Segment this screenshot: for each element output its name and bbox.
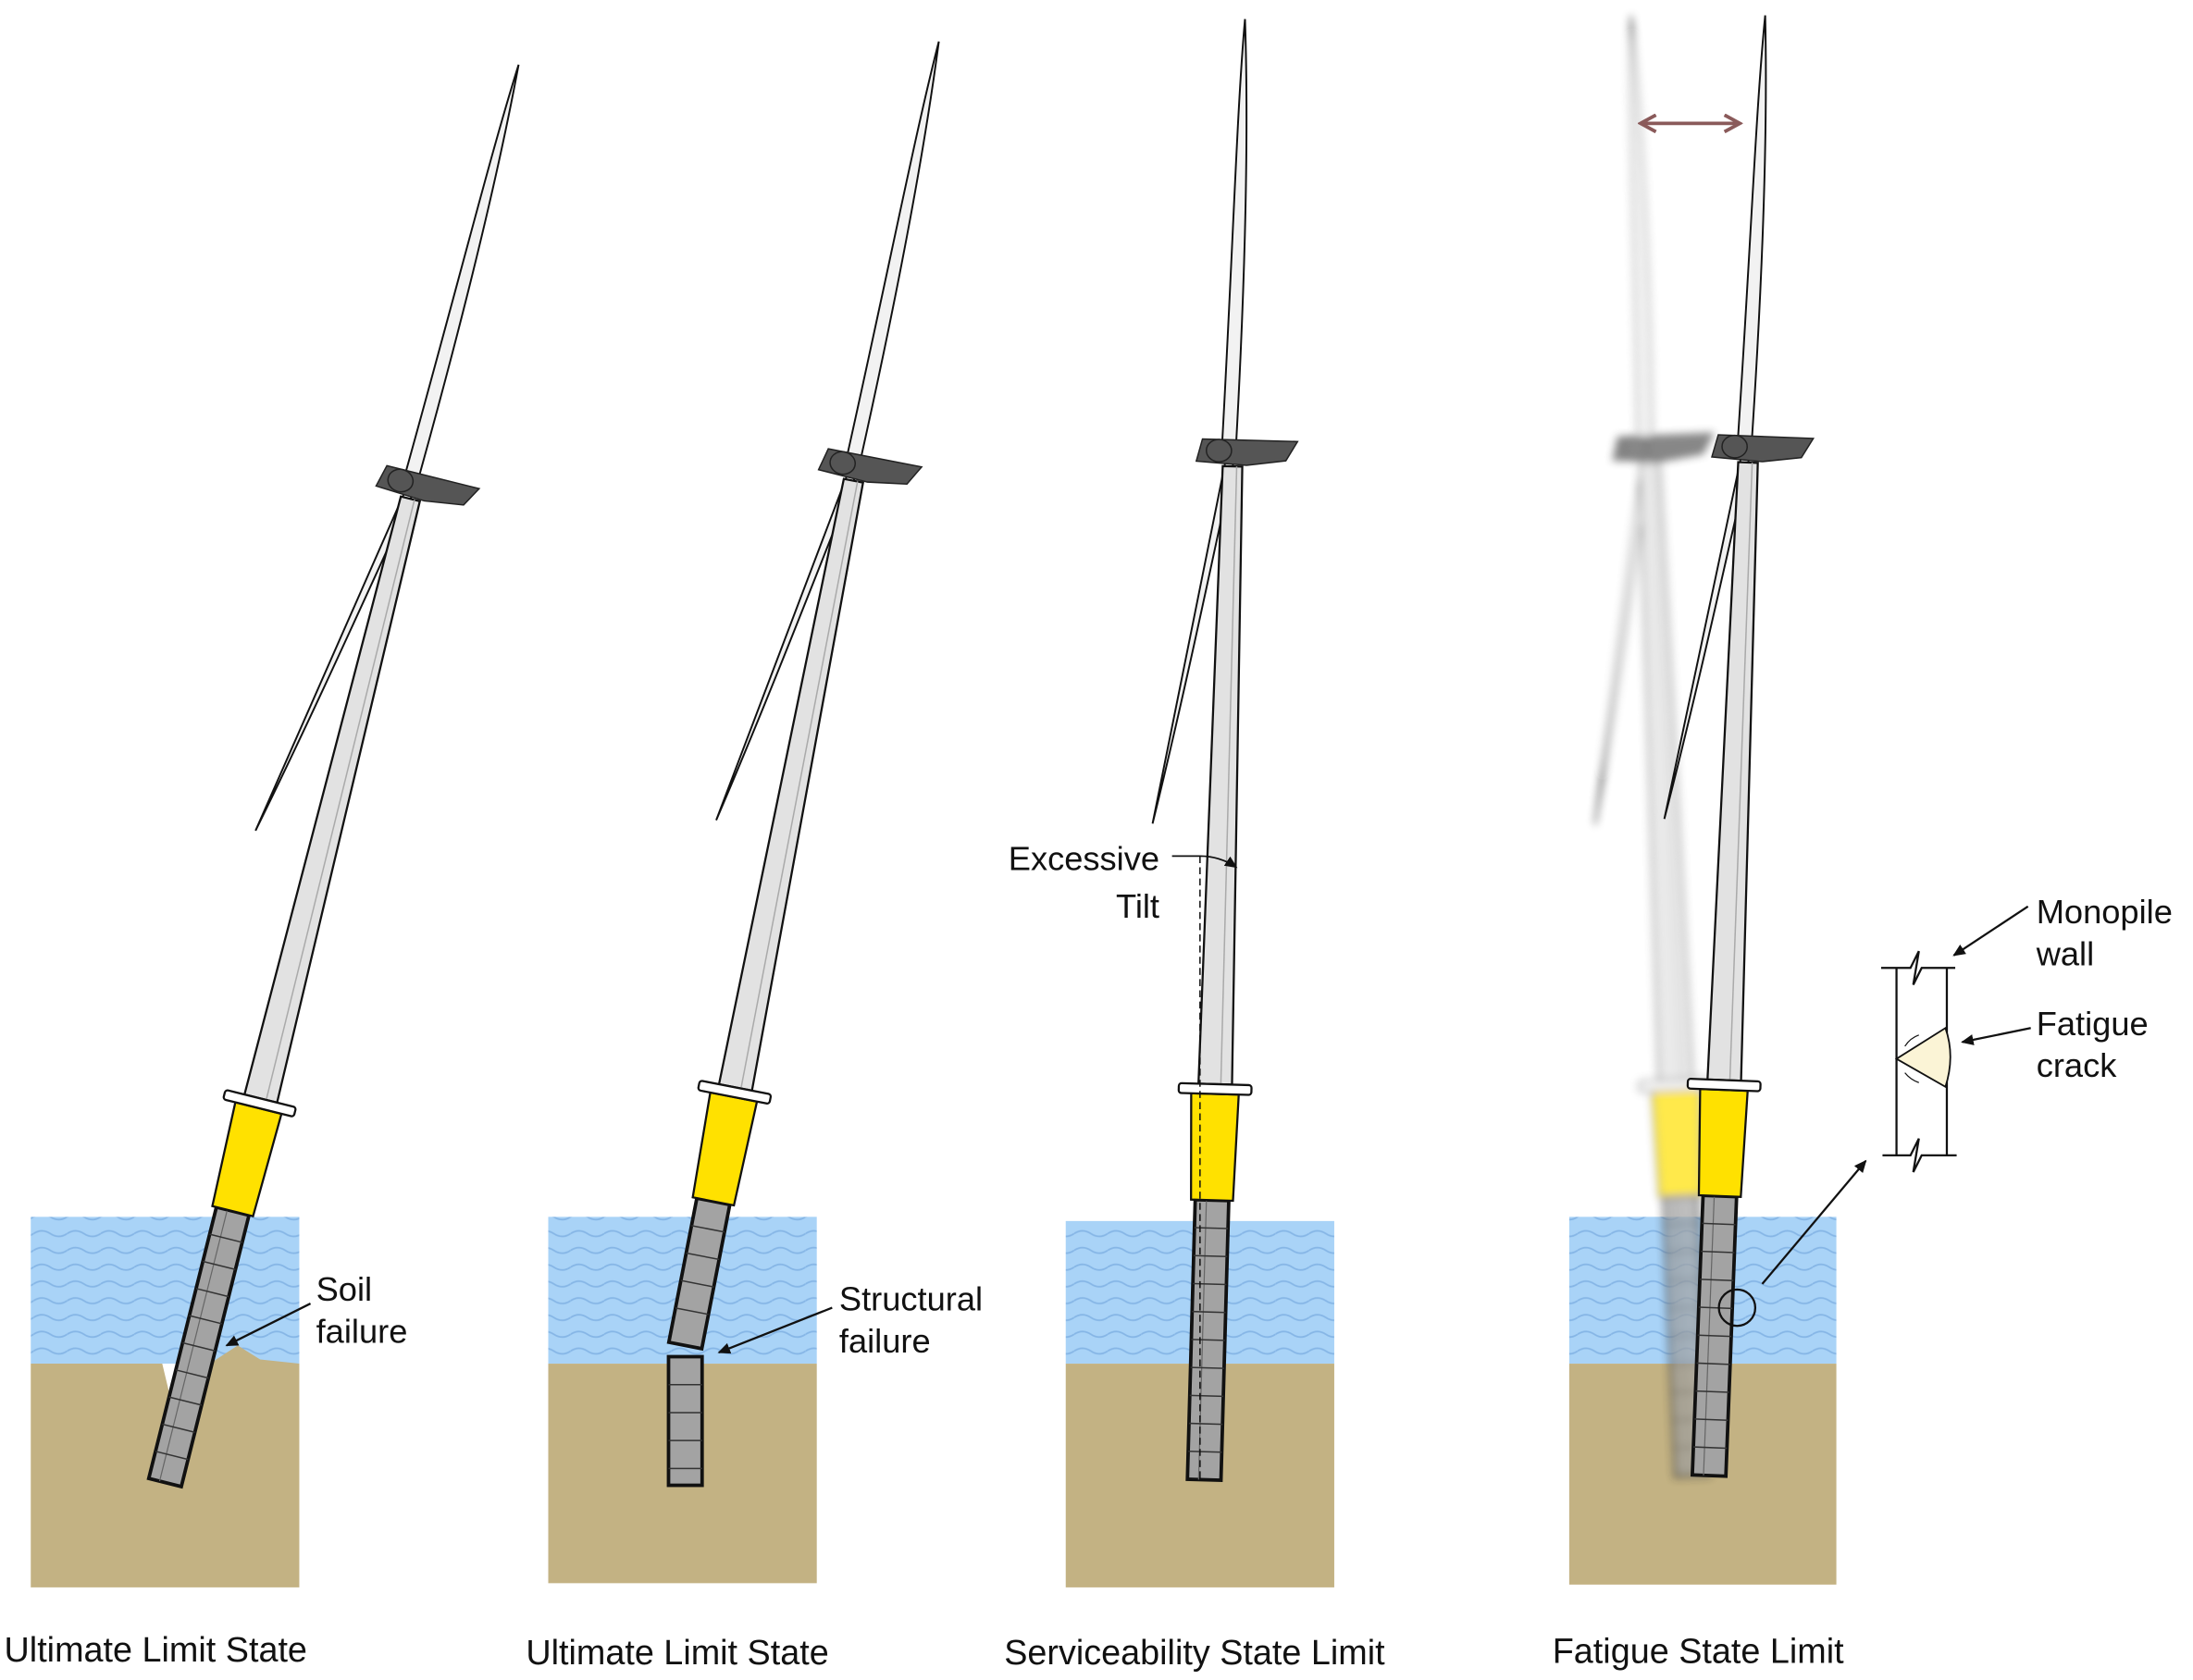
annotation-crack: crack xyxy=(2037,1046,2118,1084)
annotation-wall: wall xyxy=(2036,934,2094,972)
panel-fatigue: Monopile wall Fatigue crack Fatigue Stat… xyxy=(1553,11,2173,1672)
annotation-fatigue: Fatigue xyxy=(2037,1005,2149,1043)
monopile-lower xyxy=(666,1354,704,1488)
annotation-arrow xyxy=(1961,1027,2031,1045)
annotation-soil: Soil xyxy=(316,1270,372,1308)
caption: Fatigue State Limit xyxy=(1553,1633,1844,1672)
annotation-monopile: Monopile xyxy=(2037,893,2173,931)
monopile xyxy=(1185,1197,1231,1482)
fatigue-crack xyxy=(1894,1026,1951,1089)
detail-arrow xyxy=(1761,1159,1867,1285)
caption: Ultimate Limit State xyxy=(526,1634,828,1673)
annotation-structural: Structural xyxy=(839,1280,983,1318)
annotation-arrow xyxy=(717,1306,833,1354)
turbine-structure xyxy=(1141,16,1311,1204)
caption: Ultimate Limit State xyxy=(5,1631,307,1670)
tilt-angle-arrow xyxy=(1171,855,1238,869)
wind-turbine xyxy=(643,27,1003,1352)
annotation-failure: failure xyxy=(839,1322,931,1360)
panel-structural-failure: Structural failure Ultimate Limit State xyxy=(526,27,1003,1673)
annotation-tilt: Tilt xyxy=(1116,887,1159,925)
caption: Serviceability State Limit xyxy=(1004,1634,1385,1673)
monopile-wall-detail xyxy=(1880,950,1957,1173)
panel-excessive-tilt: Excessive Tilt Serviceability State Limi… xyxy=(1004,16,1385,1673)
annotation-arrow xyxy=(225,1303,312,1347)
panel-soil-failure: Soil failure Ultimate Limit State xyxy=(5,46,583,1670)
annotation-arrow xyxy=(1952,905,2029,957)
annotation-failure: failure xyxy=(316,1312,408,1350)
turbine-structure xyxy=(164,46,583,1229)
annotation-excessive: Excessive xyxy=(1009,839,1159,877)
crack-location-circle xyxy=(1717,1288,1757,1328)
turbine-structure xyxy=(643,27,1003,1216)
water xyxy=(31,1217,300,1365)
